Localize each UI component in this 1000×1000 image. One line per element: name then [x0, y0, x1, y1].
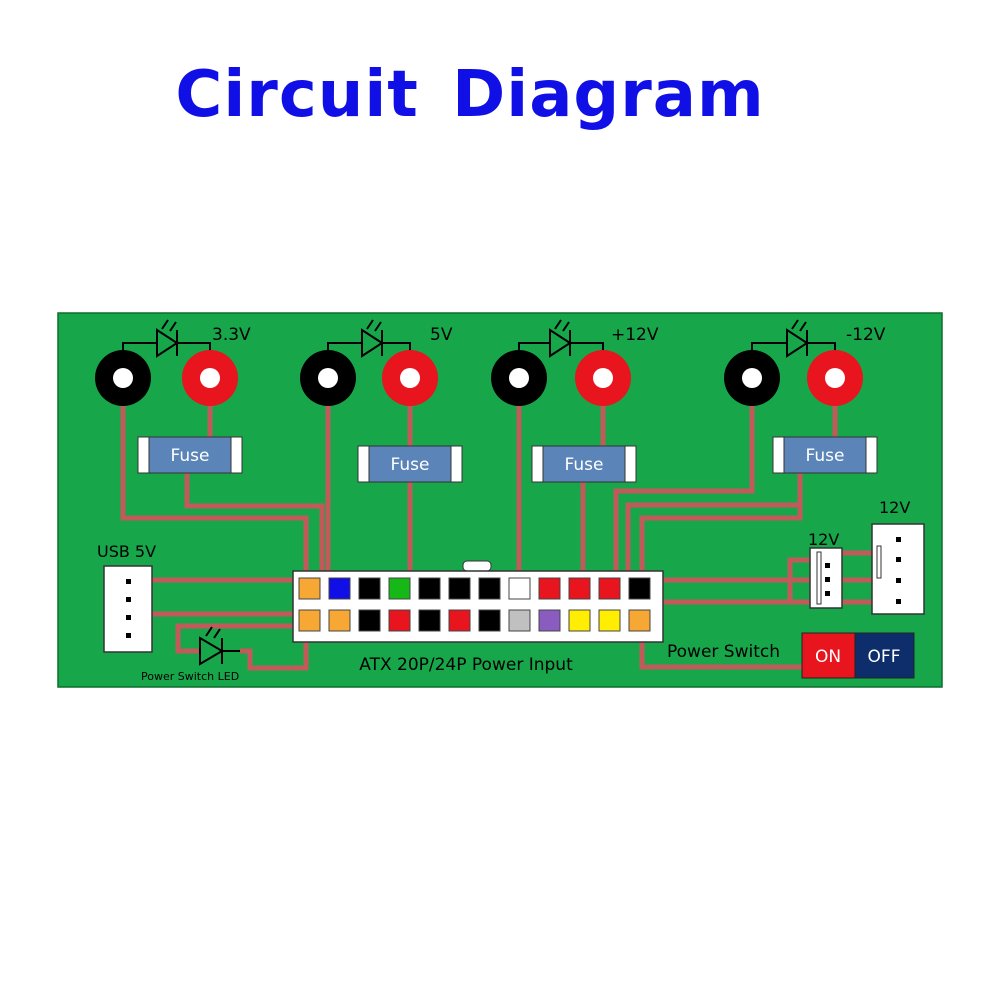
atx-pin — [478, 609, 501, 632]
fuse-label: Fuse — [391, 455, 430, 475]
atx-connector — [292, 560, 664, 643]
fuse-label: Fuse — [806, 446, 845, 466]
power-switch[interactable]: ON OFF — [801, 632, 915, 679]
fuse-label: Fuse — [171, 446, 210, 466]
atx-pin — [448, 577, 471, 600]
switch-off-button[interactable] — [854, 632, 915, 679]
atx-pin — [418, 609, 441, 632]
power-switch-led-label: Power Switch LED — [141, 670, 239, 683]
terminal-black-1 — [95, 350, 151, 406]
usb-connector — [103, 565, 153, 653]
fuse-2: Fuse — [357, 445, 463, 483]
atx-label: ATX 20P/24P Power Input — [359, 655, 573, 675]
rail-label-neg12v: -12V — [846, 325, 886, 345]
fuse-3: Fuse — [531, 445, 637, 483]
fuse-label: Fuse — [565, 455, 604, 475]
switch-off-label: OFF — [868, 647, 901, 667]
connector-small-12v — [809, 547, 843, 609]
atx-pins — [298, 577, 651, 632]
atx-pin — [358, 609, 381, 632]
atx-pin — [538, 609, 561, 632]
terminal-red-1 — [182, 350, 238, 406]
atx-pin — [598, 577, 621, 600]
terminal-black-3 — [491, 350, 547, 406]
atx-pin — [478, 577, 501, 600]
terminal-red-2 — [382, 350, 438, 406]
atx-pin — [328, 577, 351, 600]
atx-pin — [628, 577, 651, 600]
atx-pin — [388, 609, 411, 632]
terminal-black-4 — [724, 350, 780, 406]
atx-pin — [568, 609, 591, 632]
atx-pin — [298, 577, 321, 600]
atx-pin — [508, 609, 531, 632]
atx-pin — [508, 577, 531, 600]
terminal-red-3 — [575, 350, 631, 406]
atx-pin — [628, 609, 651, 632]
power-switch-led-symbol — [199, 626, 240, 666]
atx-pin — [448, 609, 471, 632]
atx-pin — [598, 609, 621, 632]
led-symbol-4 — [751, 319, 836, 358]
led-symbol-3 — [518, 319, 604, 358]
atx-pin — [568, 577, 591, 600]
rail-label-12v: +12V — [611, 325, 659, 345]
usb-label: USB 5V — [97, 542, 156, 561]
power-switch-label: Power Switch — [667, 642, 780, 662]
connector-small-label: 12V — [808, 530, 839, 549]
rail-label-5v: 5V — [430, 325, 453, 345]
led-symbol-1 — [122, 319, 211, 358]
connector-large-12v — [871, 523, 925, 615]
led-symbol-2 — [327, 319, 411, 358]
fuse-4: Fuse — [772, 436, 878, 474]
connector-large-label: 12V — [879, 498, 910, 517]
atx-pin — [388, 577, 411, 600]
traces — [120, 380, 872, 671]
rail-label-3v3: 3.3V — [212, 325, 251, 345]
terminal-black-2 — [300, 350, 356, 406]
fuse-1: Fuse — [137, 436, 243, 474]
atx-pin — [538, 577, 561, 600]
atx-pin — [328, 609, 351, 632]
atx-pin — [418, 577, 441, 600]
atx-pin — [358, 577, 381, 600]
atx-pin — [298, 609, 321, 632]
page-title: Circuit Diagram — [175, 58, 765, 132]
terminal-red-4 — [807, 350, 863, 406]
switch-on-label: ON — [815, 647, 841, 667]
